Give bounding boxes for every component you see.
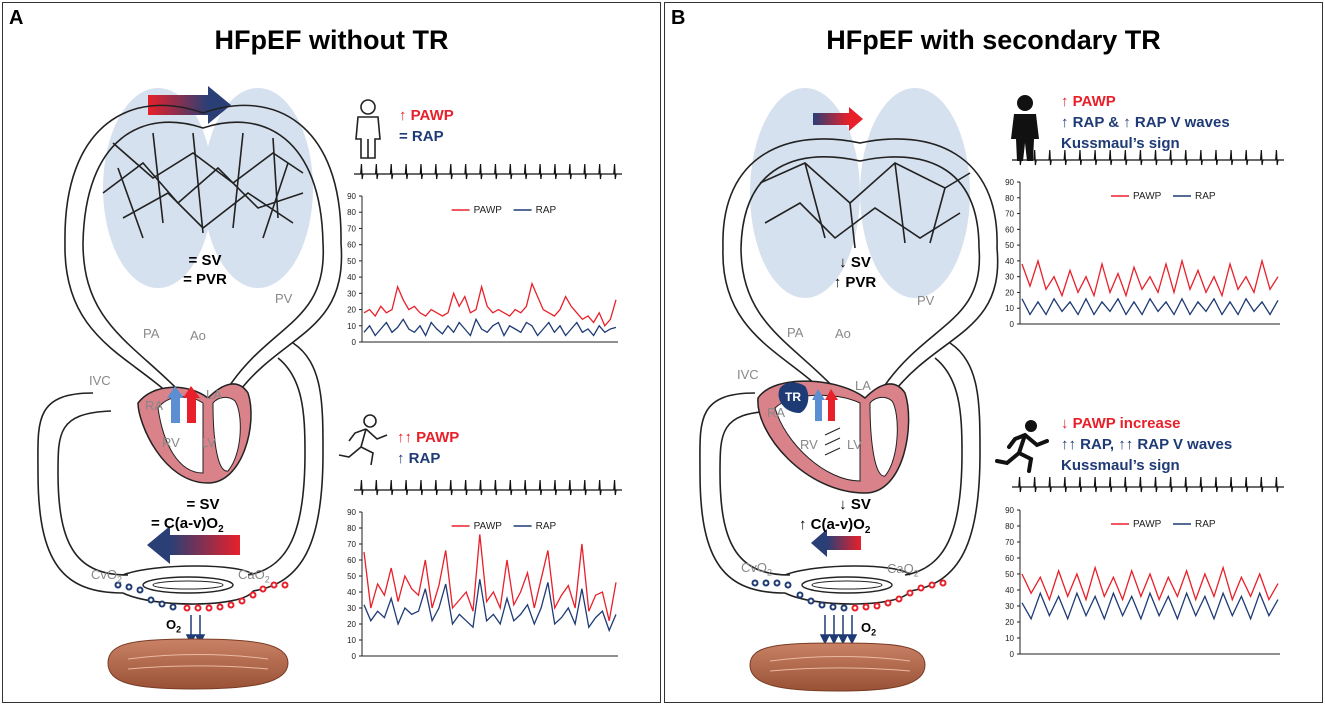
ra-label: RA xyxy=(145,398,164,413)
cao2-label: CaO2 xyxy=(887,561,919,579)
cao2-label: CaO2 xyxy=(238,567,270,585)
pulmonary-flow-arrow xyxy=(813,107,863,131)
pv-label: PV xyxy=(275,291,293,306)
rest-line2: = RAP xyxy=(399,128,444,145)
exercise-line1: ↓ PAWP increase xyxy=(1061,415,1181,432)
ivc-label: IVC xyxy=(737,367,759,382)
tr-label: TR xyxy=(785,390,801,404)
panel-title: HFpEF without TR xyxy=(214,25,449,55)
exercise-line1: ↑↑ PAWP xyxy=(397,429,460,446)
pa-valve-arrow xyxy=(171,395,180,423)
lower-cav-text: ↑ C(a-v)O2 xyxy=(799,516,871,536)
o2-arrows xyxy=(819,615,858,645)
lower-cav-text: = C(a-v)O2 xyxy=(151,515,224,535)
rest-line1: ↑ PAWP xyxy=(399,107,454,124)
lv-label: LV xyxy=(201,435,216,450)
exercise-line2: ↑↑ RAP, ↑↑ RAP V waves xyxy=(1061,436,1233,453)
pvr-text: = PVR xyxy=(183,271,227,288)
capillary-bed xyxy=(801,576,893,594)
rest-line3: Kussmaul’s sign xyxy=(1061,135,1180,152)
blue-dots xyxy=(114,581,177,611)
panel-title: HFpEF with secondary TR xyxy=(826,25,1161,55)
vessel-loops xyxy=(699,247,999,605)
pulmonary-vessel-network xyxy=(722,138,998,249)
rv-label: RV xyxy=(800,437,818,452)
sv-text: ↓ SV xyxy=(839,254,871,271)
pvr-text: ↑ PVR xyxy=(833,274,877,291)
muscle-shape xyxy=(107,638,289,690)
pa-label: PA xyxy=(787,325,804,340)
panel-a: A HFpEF without TR xyxy=(2,2,661,703)
systemic-flow-arrow xyxy=(147,526,240,564)
cvo2-label: CvO2 xyxy=(741,560,773,578)
sv-text: = SV xyxy=(188,252,222,269)
panel-letter: A xyxy=(9,7,24,29)
o2-label: O2 xyxy=(166,617,182,635)
o2-label: O2 xyxy=(861,620,877,638)
lower-sv-text: = SV xyxy=(186,496,220,513)
ao-label: Ao xyxy=(190,328,206,343)
panel-b: B HFpEF with secondary TR xyxy=(664,2,1323,703)
lungs-shape xyxy=(750,88,970,298)
blue-dots xyxy=(751,579,848,612)
lv-label: LV xyxy=(847,437,862,452)
capillary-bed xyxy=(142,576,234,594)
red-dots xyxy=(851,579,947,612)
pa-label: PA xyxy=(143,326,160,341)
ao-label: Ao xyxy=(835,326,851,341)
rest-line1: ↑ PAWP xyxy=(1061,93,1116,110)
vessel-loops xyxy=(37,242,343,605)
ao-valve-arrow xyxy=(187,395,196,423)
heart-shape xyxy=(137,383,252,484)
rv-label: RV xyxy=(162,435,180,450)
circulation-diagram xyxy=(37,86,343,690)
lungs-shape xyxy=(103,88,313,288)
ivc-label: IVC xyxy=(89,373,111,388)
ra-label: RA xyxy=(767,405,786,420)
exercise-line3: Kussmaul’s sign xyxy=(1061,457,1180,474)
muscle-shape xyxy=(749,642,926,692)
rest-line2: ↑ RAP & ↑ RAP V waves xyxy=(1061,114,1230,131)
panel-letter: B xyxy=(671,7,686,29)
systemic-flow-arrow xyxy=(811,529,861,557)
pulmonary-vessel-network xyxy=(64,104,342,244)
red-dots xyxy=(183,581,289,612)
tr-jet-shape xyxy=(778,382,809,413)
heart-shape xyxy=(757,380,910,494)
circulation-diagram xyxy=(699,88,999,692)
cvo2-label: CvO2 xyxy=(91,567,123,585)
la-label: LA xyxy=(855,378,871,393)
pv-label: PV xyxy=(917,293,935,308)
exercise-line2: ↑ RAP xyxy=(397,450,441,467)
lower-sv-text: ↓ SV xyxy=(839,496,871,513)
la-label: LA xyxy=(206,387,222,402)
